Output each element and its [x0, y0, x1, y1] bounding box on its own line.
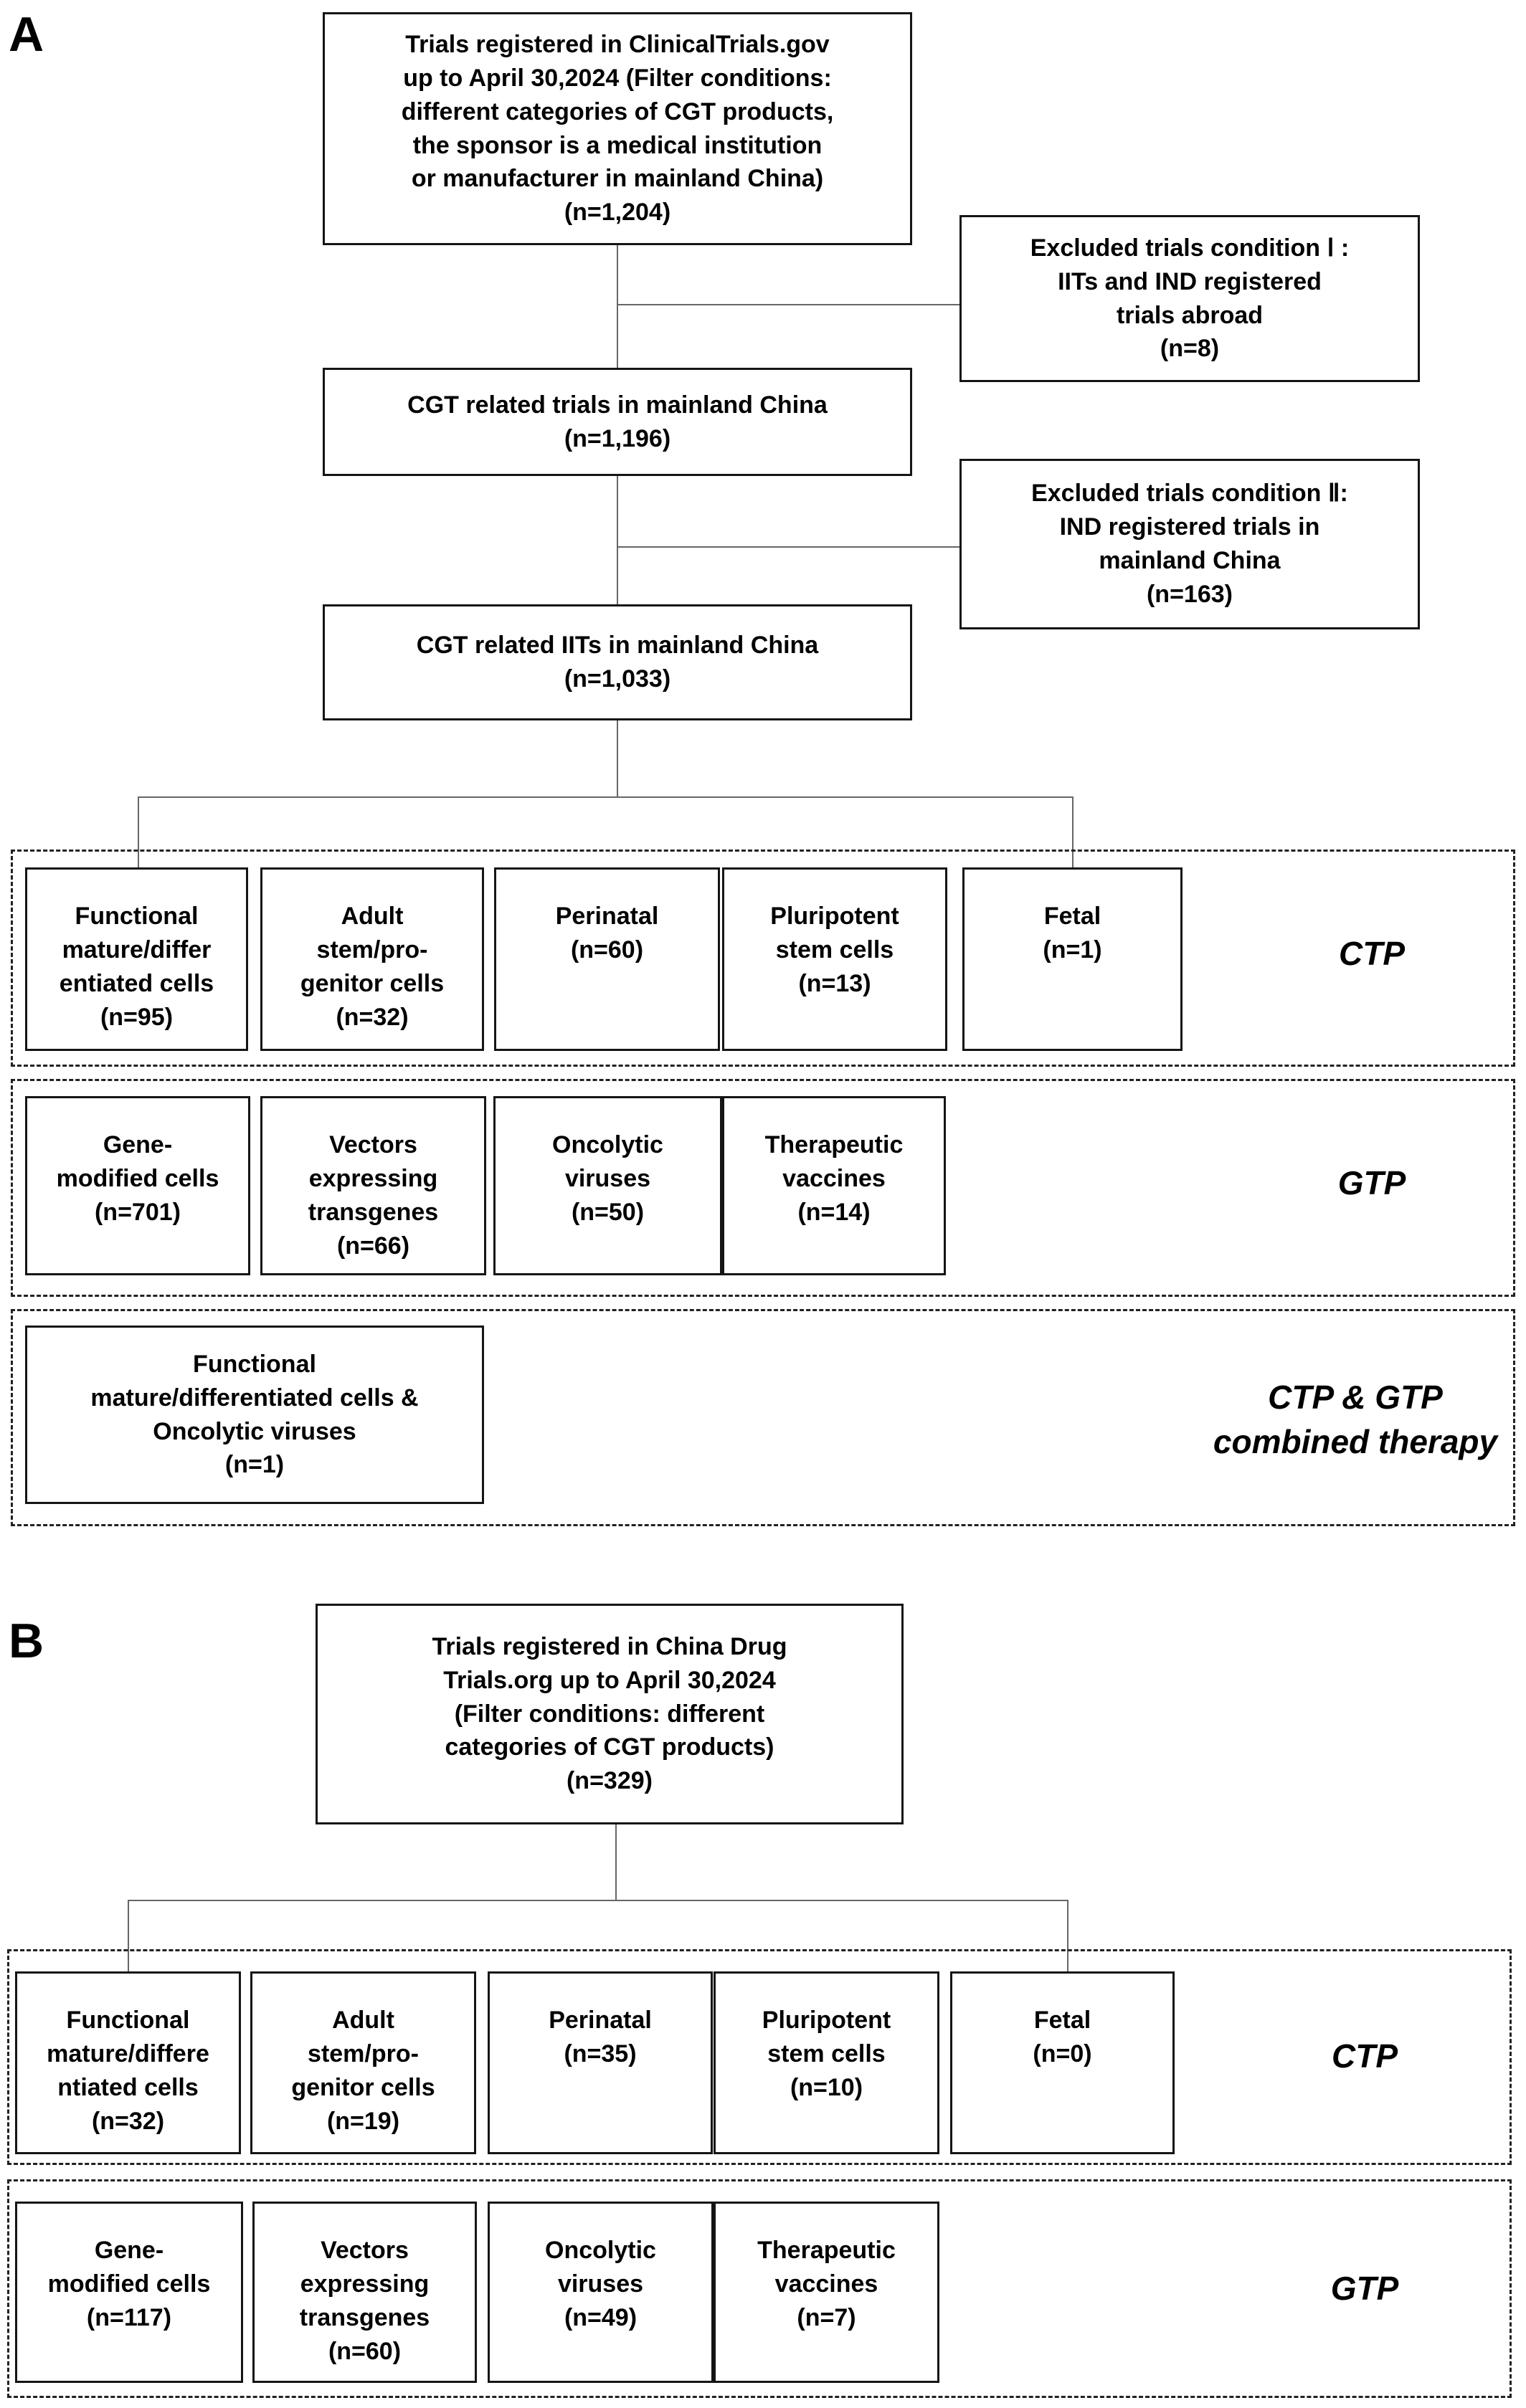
box-b-fetal: Fetal (n=0) [950, 1971, 1175, 2154]
gtp-label-b: GTP [1330, 2269, 1399, 2307]
connector-a-branch-excluded2 [617, 546, 959, 548]
box-a-oncolytic-viruses: Oncolytic viruses (n=50) [493, 1096, 722, 1275]
connector-a-source-to-cgt [617, 245, 618, 368]
combined-group-a [11, 1309, 1515, 1526]
connector-b-source-down [615, 1824, 617, 1901]
box-a-perinatal: Perinatal (n=60) [494, 867, 720, 1051]
connector-b-split-right-down [1067, 1900, 1068, 1973]
box-a-functional-mature-cells: Functional mature/differ entiated cells … [25, 867, 248, 1051]
ctp-group-b [7, 1949, 1512, 2165]
box-a-adult-stem-progenitor: Adult stem/pro- genitor cells (n=32) [260, 867, 484, 1051]
ctp-group-a [11, 850, 1515, 1067]
box-cgt-trials-mainland: CGT related trials in mainland China (n=… [323, 368, 912, 476]
box-b-gene-modified-cells: Gene- modified cells (n=117) [15, 2202, 243, 2383]
connector-b-split-horizontal [128, 1900, 1068, 1901]
box-source-clinicaltrials: Trials registered in ClinicalTrials.gov … [323, 12, 912, 245]
box-b-pluripotent-stem-cells: Pluripotent stem cells (n=10) [714, 1971, 939, 2154]
box-cgt-iits-mainland: CGT related IITs in mainland China (n=1,… [323, 604, 912, 720]
connector-a-cgt-to-iits [617, 476, 618, 605]
connector-b-split-left-down [128, 1900, 129, 1973]
box-a-combined-functional-oncolytic: Functional mature/differentiated cells &… [25, 1326, 484, 1504]
panel-a-letter: A [9, 7, 44, 62]
box-a-pluripotent-stem-cells: Pluripotent stem cells (n=13) [722, 867, 947, 1051]
gtp-group-b [7, 2179, 1512, 2398]
box-a-vectors-transgenes: Vectors expressing transgenes (n=66) [260, 1096, 486, 1275]
box-a-therapeutic-vaccines: Therapeutic vaccines (n=14) [722, 1096, 946, 1275]
connector-a-split-right-down [1072, 796, 1074, 868]
box-excluded-condition-2: Excluded trials condition Ⅱ: IND registe… [959, 459, 1420, 629]
ctp-label-b: CTP [1332, 2037, 1398, 2075]
box-b-adult-stem-progenitor: Adult stem/pro- genitor cells (n=19) [250, 1971, 476, 2154]
ctp-label-a: CTP [1339, 934, 1405, 972]
connector-a-iits-down [617, 720, 618, 798]
connector-a-split-horizontal [138, 796, 1074, 798]
panel-b-letter: B [9, 1614, 44, 1668]
connector-a-branch-excluded1 [617, 304, 959, 305]
combined-label-a: CTP & GTP combined therapy [1213, 1378, 1498, 1460]
box-b-perinatal: Perinatal (n=35) [488, 1971, 713, 2154]
box-a-gene-modified-cells: Gene- modified cells (n=701) [25, 1096, 250, 1275]
box-a-fetal: Fetal (n=1) [962, 867, 1183, 1051]
box-b-therapeutic-vaccines: Therapeutic vaccines (n=7) [714, 2202, 939, 2383]
gtp-group-a [11, 1079, 1515, 1297]
box-excluded-condition-1: Excluded trials condition Ⅰ : IITs and I… [959, 215, 1420, 382]
connector-a-split-left-down [138, 796, 139, 868]
box-b-vectors-transgenes: Vectors expressing transgenes (n=60) [252, 2202, 477, 2383]
box-b-oncolytic-viruses: Oncolytic viruses (n=49) [488, 2202, 714, 2383]
box-b-functional-mature-cells: Functional mature/differe ntiated cells … [15, 1971, 241, 2154]
box-source-chinadrugtrials: Trials registered in China Drug Trials.o… [316, 1604, 904, 1824]
gtp-label-a: GTP [1337, 1163, 1406, 1201]
